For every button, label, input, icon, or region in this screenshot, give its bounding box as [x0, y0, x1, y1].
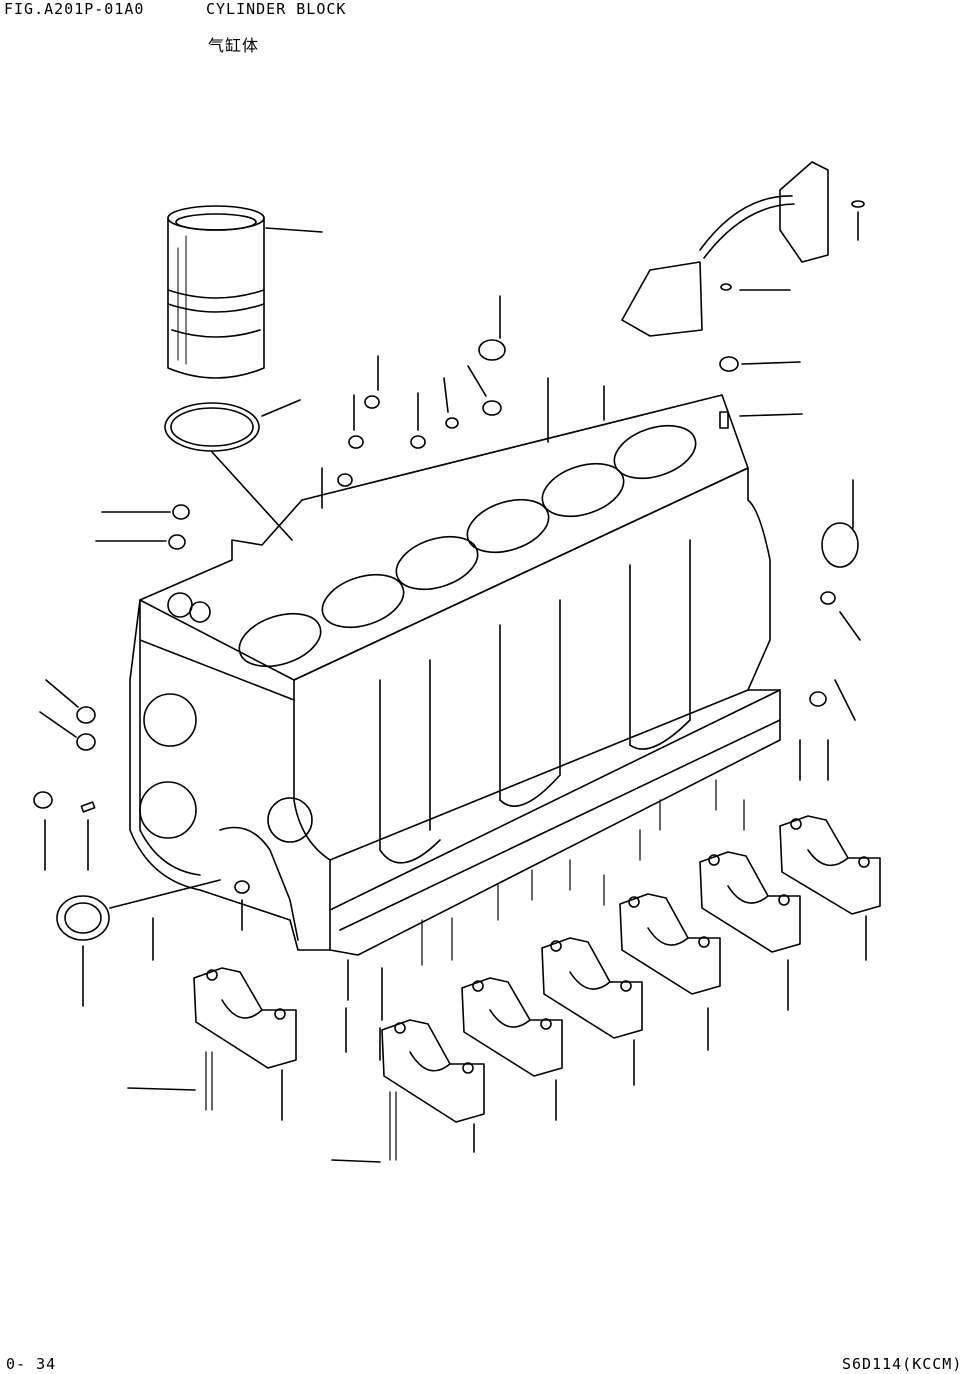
- bearing-cap-3: [462, 978, 562, 1076]
- bearing-cap-2: [382, 1020, 484, 1122]
- bearing-cap-6: [700, 852, 800, 952]
- figure-title: CYLINDER BLOCK: [206, 0, 347, 18]
- figure-title-chinese: 气缸体: [208, 36, 260, 55]
- bearing-cap-7: [780, 816, 880, 914]
- page-number: 0- 34: [6, 1355, 57, 1373]
- cylinder-block: [130, 395, 780, 955]
- left-side-plugs: [34, 505, 189, 870]
- oil-tube-bracket: [622, 162, 864, 336]
- bearing-cap-5: [620, 894, 720, 994]
- bearing-cap-bolts: [128, 780, 866, 1162]
- model-code: S6D114(KCCM): [842, 1355, 963, 1373]
- rear-right-plugs: [800, 480, 860, 780]
- plugs-and-fittings: [322, 296, 802, 508]
- figure-code: FIG.A201P-01A0: [4, 0, 145, 18]
- cylinder-liner: [168, 206, 322, 378]
- o-ring: [165, 400, 300, 540]
- front-cover-cap: [57, 880, 220, 1006]
- bearing-cap-1: [194, 968, 296, 1068]
- dowel-pins: [235, 881, 249, 930]
- bearing-cap-4: [542, 938, 642, 1038]
- main-bearing-caps: [194, 816, 880, 1122]
